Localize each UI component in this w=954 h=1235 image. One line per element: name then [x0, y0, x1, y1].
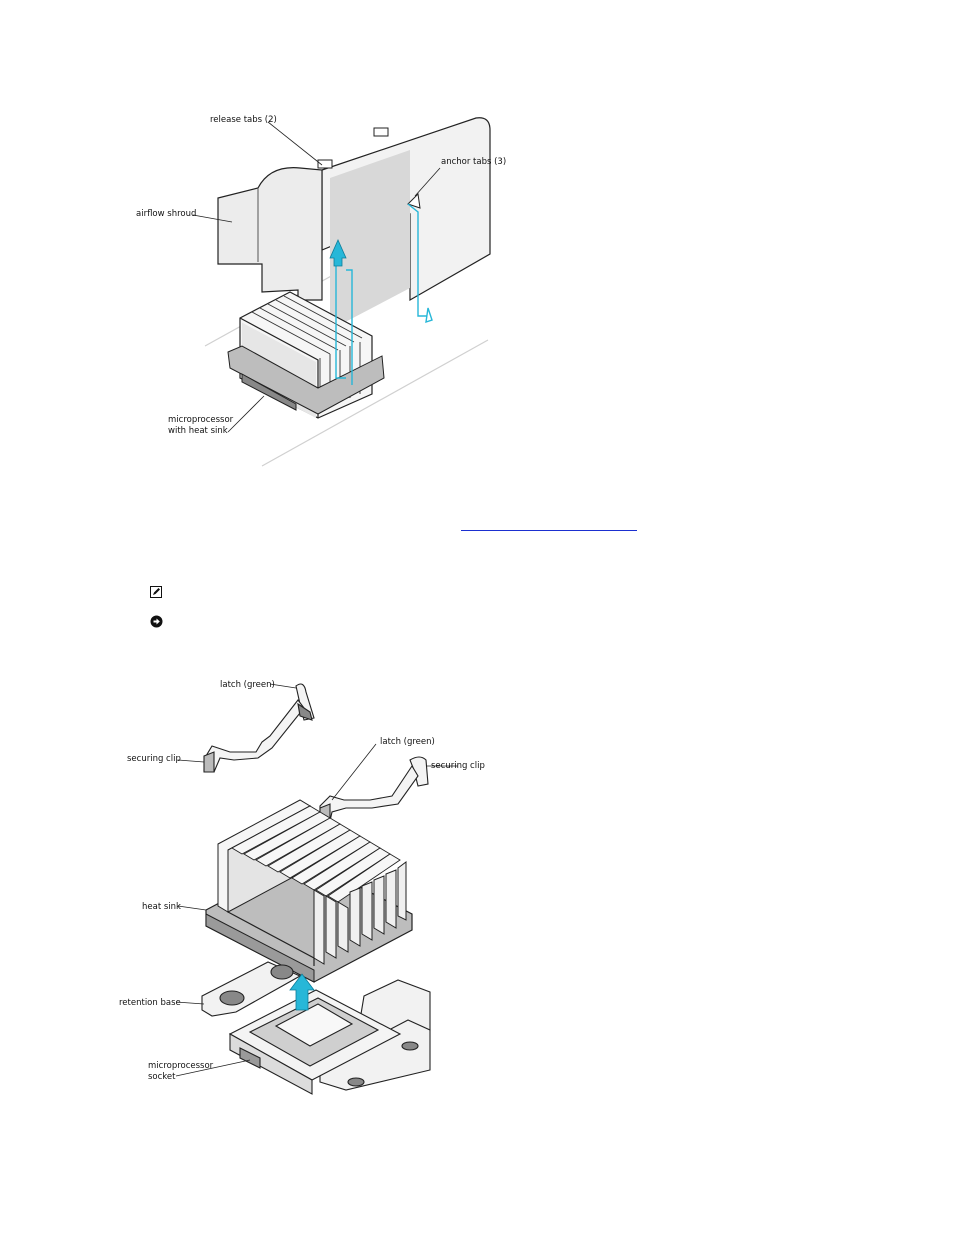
label-socket: socket [148, 1072, 176, 1082]
label-latch-mid: latch (green) [380, 737, 435, 747]
label-retention-base: retention base [119, 998, 181, 1008]
label-latch-top: latch (green) [220, 680, 275, 690]
label-anchor-tabs: anchor tabs (3) [441, 157, 506, 167]
figure-airflow-shroud: release tabs (2) anchor tabs (3) airflow… [136, 115, 506, 467]
label-heat-sink: heat sink [142, 902, 181, 912]
label-with-heat-sink: with heat sink [168, 426, 228, 436]
notice-arrow-icon [150, 615, 163, 628]
label-microprocessor-socket: microprocessor [148, 1061, 214, 1071]
note-pencil-icon [150, 586, 162, 598]
label-microprocessor: microprocessor [168, 415, 234, 425]
label-securing-clip-left: securing clip [127, 754, 181, 764]
label-securing-clip-right: securing clip [431, 761, 485, 771]
label-airflow-shroud: airflow shroud [136, 209, 196, 219]
label-release-tabs: release tabs (2) [210, 115, 277, 125]
hyperlink[interactable] [461, 512, 637, 531]
